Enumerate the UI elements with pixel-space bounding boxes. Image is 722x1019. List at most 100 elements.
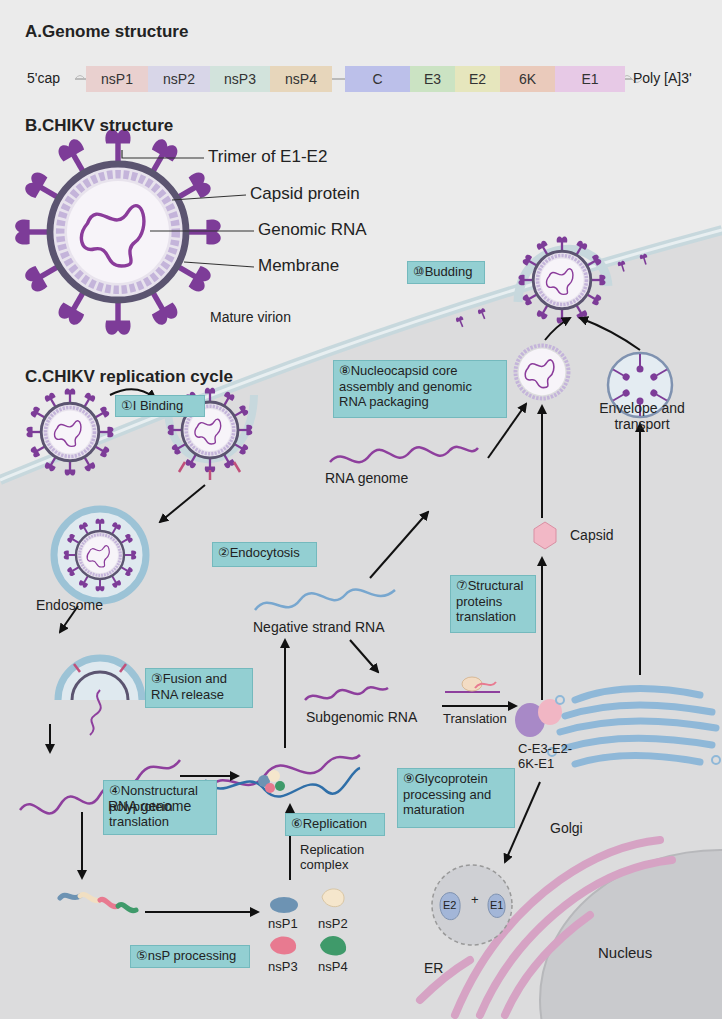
step-box: ②Endocytosis <box>212 542 317 567</box>
binding-virion <box>179 462 185 472</box>
genome-segment: E2 <box>455 66 500 92</box>
endoplasmic-reticulum <box>480 860 672 1015</box>
replication-complex <box>205 768 360 797</box>
annotation-label: Capsid protein <box>250 184 450 204</box>
section-heading: B.CHIKV structure <box>25 116 325 136</box>
golgi <box>575 689 700 700</box>
flow-arrow <box>49 724 51 752</box>
annotation-label: Golgi <box>550 820 610 836</box>
envelope-vesicle <box>637 354 644 373</box>
negative-strand-rna <box>255 590 395 610</box>
section-heading: C.CHIKV replication cycle <box>25 367 325 387</box>
fusion <box>58 658 142 700</box>
flow-arrow <box>284 640 286 748</box>
segment-label: C <box>372 71 382 87</box>
segment-label: E1 <box>581 71 598 87</box>
capsid-protein <box>534 522 556 549</box>
ribosome-translation <box>475 682 496 688</box>
annotation-label: + <box>471 893 486 908</box>
genome-segment: nsP1 <box>86 66 148 92</box>
envelope-vesicle <box>611 366 631 381</box>
annotation-label: 5'cap <box>27 70 77 86</box>
nsp-proteins <box>320 936 346 956</box>
annotation-label: E1 <box>490 899 515 912</box>
flow-arrow <box>160 485 205 522</box>
leader-line <box>150 230 254 231</box>
step-label: ⑩Budding <box>413 264 479 280</box>
polyprotein <box>100 899 118 906</box>
fusion <box>74 664 80 672</box>
genome-segment: 6K <box>500 66 555 92</box>
endoplasmic-reticulum <box>420 840 672 1015</box>
binding-virion <box>179 462 240 480</box>
flow-arrow <box>350 640 378 672</box>
endosome <box>54 509 146 601</box>
step-label: ⑦Structural proteins translation <box>456 578 530 625</box>
genome-segment: E3 <box>410 66 455 92</box>
annotation-label: RNA genome <box>325 470 435 486</box>
annotation-label: Trimer of E1-E2 <box>208 147 408 167</box>
genome-segment: C <box>345 66 410 92</box>
binding-virion <box>234 462 240 472</box>
budding-virion <box>477 308 488 321</box>
budding-virion <box>455 316 466 329</box>
step-label: ⑥Replication <box>291 816 379 832</box>
flow-arrow <box>81 812 83 878</box>
mature-virion <box>15 129 221 335</box>
step-box: ⑦Structural proteins translation <box>450 575 536 633</box>
nucleocapsid-core <box>515 345 568 398</box>
annotation-label: Envelope and transport <box>592 400 692 432</box>
annotation-label: Poly [A]3' <box>633 70 718 86</box>
binding-virion <box>26 388 113 475</box>
annotation-label: Capsid <box>570 527 630 543</box>
budding-virion <box>639 253 649 265</box>
step-box: ③Fusion and RNA release <box>145 668 253 708</box>
fusion <box>58 658 142 735</box>
annotation-label: Translation <box>443 712 533 727</box>
top-rna-genome <box>330 447 478 462</box>
replication-complex <box>275 781 285 791</box>
leader-line <box>184 262 254 267</box>
capsid-protein <box>534 522 556 549</box>
golgi <box>548 689 720 764</box>
fusion <box>90 690 101 735</box>
section-heading: A.Genome structure <box>25 22 325 42</box>
annotation-label: Genomic RNA <box>258 220 458 240</box>
flow-arrow <box>541 406 543 518</box>
flow-arrow <box>442 705 516 707</box>
top-rna-genome <box>330 447 478 462</box>
annotation-label: C-E3-E2-6K-E1 <box>518 742 582 772</box>
step-box: ⑧Nucleocapsid core assembly and genomic … <box>333 360 507 418</box>
leader-line <box>122 150 254 267</box>
segment-label: nsP1 <box>101 71 133 87</box>
flow-arrow <box>145 911 258 913</box>
endoplasmic-reticulum <box>505 915 590 1015</box>
annotation-label: Endosome <box>36 597 126 613</box>
annotation-label: Membrane <box>258 256 458 276</box>
binding-virion <box>209 470 212 480</box>
annotation-label: nsP4 <box>318 960 358 975</box>
golgi <box>560 721 716 732</box>
step-box: ⑤nsP processing <box>130 945 250 968</box>
subgenomic-rna <box>305 687 388 700</box>
flow-arrow <box>639 424 641 675</box>
nsp-proteins <box>322 889 344 907</box>
nsp-proteins <box>270 937 296 955</box>
budding-virion <box>617 260 627 272</box>
step-label: ⑤nsP processing <box>136 948 244 964</box>
step-box: ⑥Replication <box>285 813 385 836</box>
step-label: ⑧Nucleocapsid core assembly and genomic … <box>339 363 501 410</box>
fusion <box>120 664 126 672</box>
segment-label: nsP2 <box>163 71 195 87</box>
annotation-label: nsP3 <box>268 960 308 975</box>
annotation-label: ER <box>424 960 454 976</box>
structural-polyprotein <box>515 699 562 737</box>
segment-label: nsP4 <box>285 71 317 87</box>
flow-arrow <box>580 318 640 350</box>
step-box: ⑨Glycoprotein processing and maturation <box>397 768 515 828</box>
step-box: ①I Binding <box>115 395 205 417</box>
leader-line <box>122 150 204 158</box>
step-label: ⑨Glycoprotein processing and maturation <box>403 771 509 818</box>
annotation-label: E2 <box>443 899 468 912</box>
flow-arrow <box>545 318 570 340</box>
